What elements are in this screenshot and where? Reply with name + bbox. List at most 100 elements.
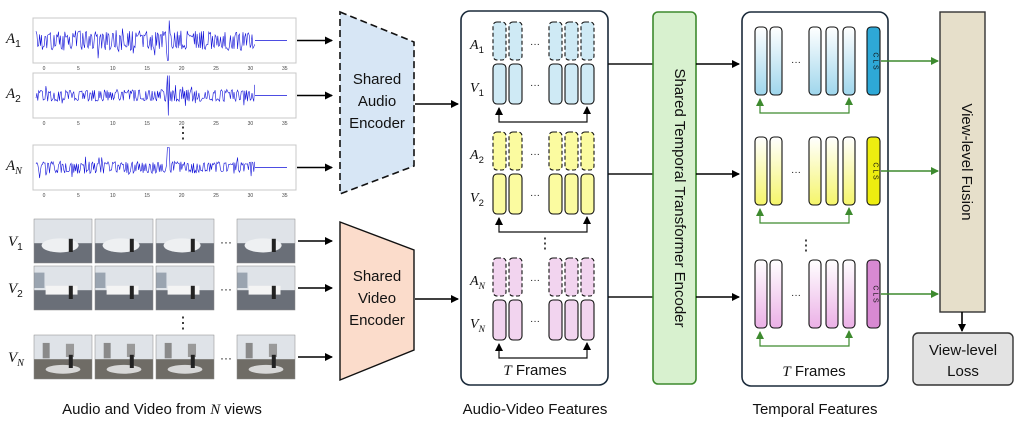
video-encoder-label: Video <box>358 290 396 307</box>
av-connector <box>498 216 591 233</box>
audio-token <box>492 257 507 297</box>
cls-label: C L S <box>872 52 879 70</box>
temporal-group: ···C L S <box>754 136 939 224</box>
cls-token <box>866 259 881 329</box>
av-vdots: ⋮ <box>538 235 553 252</box>
frame-floor <box>156 290 214 310</box>
audio-encoder-label: Encoder <box>349 115 405 132</box>
axis-tick-label: 30 <box>248 193 254 199</box>
frame-table <box>167 364 203 374</box>
frame-border <box>236 265 296 311</box>
frame-floor <box>237 290 295 310</box>
frame-person <box>129 238 134 252</box>
frame-door <box>187 343 197 357</box>
frame-table <box>248 364 284 374</box>
waveform-signal <box>35 147 255 179</box>
av-connector <box>498 342 591 359</box>
frame-border <box>236 334 296 380</box>
temporal-token <box>754 26 768 96</box>
temporal-features: ···C L S···C L S···C L S⋮T Frames <box>741 11 939 387</box>
view-loss-label: View-level <box>929 342 997 359</box>
audio-token <box>580 21 595 61</box>
frame-floor <box>95 290 153 310</box>
temporal-group: ···C L S <box>754 259 939 347</box>
axis-tick-label: 25 <box>213 66 219 72</box>
caption-right: Temporal Features <box>752 401 877 418</box>
temporal-token <box>842 259 856 329</box>
frame-border <box>155 265 215 311</box>
temporal-token <box>842 26 856 96</box>
video-row: V2··· <box>8 265 333 311</box>
frame-person <box>68 238 73 252</box>
frame-person <box>129 285 134 299</box>
frame-border <box>236 218 296 264</box>
video-token <box>580 63 595 105</box>
axis-tick-label: 15 <box>144 121 150 127</box>
audio-token <box>564 131 579 171</box>
audio-token <box>564 257 579 297</box>
frame-door <box>126 343 136 357</box>
audio-vdots: ⋮ <box>175 125 191 142</box>
view-fusion-label: View-level Fusion <box>958 103 975 220</box>
axis-tick-label: 15 <box>144 66 150 72</box>
av-video-hdots: ··· <box>530 80 540 91</box>
temporal-token <box>769 26 783 96</box>
av-audio-label: A2 <box>469 148 484 166</box>
temporal-vdots: ⋮ <box>799 237 814 254</box>
axis-tick-label: 25 <box>213 193 219 199</box>
video-token <box>548 299 563 341</box>
axis-tick-label: 5 <box>77 193 80 199</box>
cls-token <box>866 136 881 206</box>
av-audio-hdots: ··· <box>530 149 540 160</box>
video-frame <box>94 334 154 380</box>
frame-border <box>33 334 93 380</box>
av-audio-label: AN <box>469 274 486 292</box>
audio-token <box>548 131 563 171</box>
temporal-token <box>825 136 839 206</box>
axis-tick-label: 0 <box>43 193 46 199</box>
frame-floor <box>34 290 92 310</box>
video-token <box>508 63 523 105</box>
audio-label: A1 <box>5 31 21 50</box>
frame-person <box>68 354 73 368</box>
temporal-encoder-label: Shared Temporal Transformer Encoder <box>671 68 688 327</box>
frame-border <box>33 265 93 311</box>
video-token <box>492 299 507 341</box>
axis-tick-label: 10 <box>110 193 116 199</box>
temporal-token <box>808 136 822 206</box>
temporal-encoder: Shared Temporal Transformer Encoder <box>652 11 740 385</box>
view-loss-box <box>912 332 1014 386</box>
video-frame <box>94 265 154 311</box>
frame-person <box>129 354 134 368</box>
av-audio-hdots: ··· <box>530 275 540 286</box>
audio-encoder-shape <box>339 10 415 196</box>
cls-label: C L S <box>872 162 879 180</box>
video-encoder-label: Shared <box>353 268 401 285</box>
av-audio-label: A1 <box>469 38 484 56</box>
video-encoder-shape <box>339 220 415 382</box>
audio-encoder-label: Shared <box>353 71 401 88</box>
frame-table <box>102 238 140 253</box>
video-row: V1··· <box>8 218 333 264</box>
video-token <box>508 173 523 215</box>
frame-person <box>190 238 195 252</box>
temporal-token <box>808 259 822 329</box>
axis-tick-label: 35 <box>282 121 288 127</box>
temporal-token <box>825 259 839 329</box>
frame-window <box>237 272 248 288</box>
axis-tick-label: 0 <box>43 121 46 127</box>
frame-border <box>33 218 93 264</box>
video-frame <box>33 218 93 264</box>
frame-door <box>42 342 50 359</box>
video-token <box>580 299 595 341</box>
axis-tick-label: 30 <box>248 66 254 72</box>
frame-person <box>271 285 276 299</box>
audio-token <box>580 257 595 297</box>
video-label: V1 <box>8 234 23 253</box>
